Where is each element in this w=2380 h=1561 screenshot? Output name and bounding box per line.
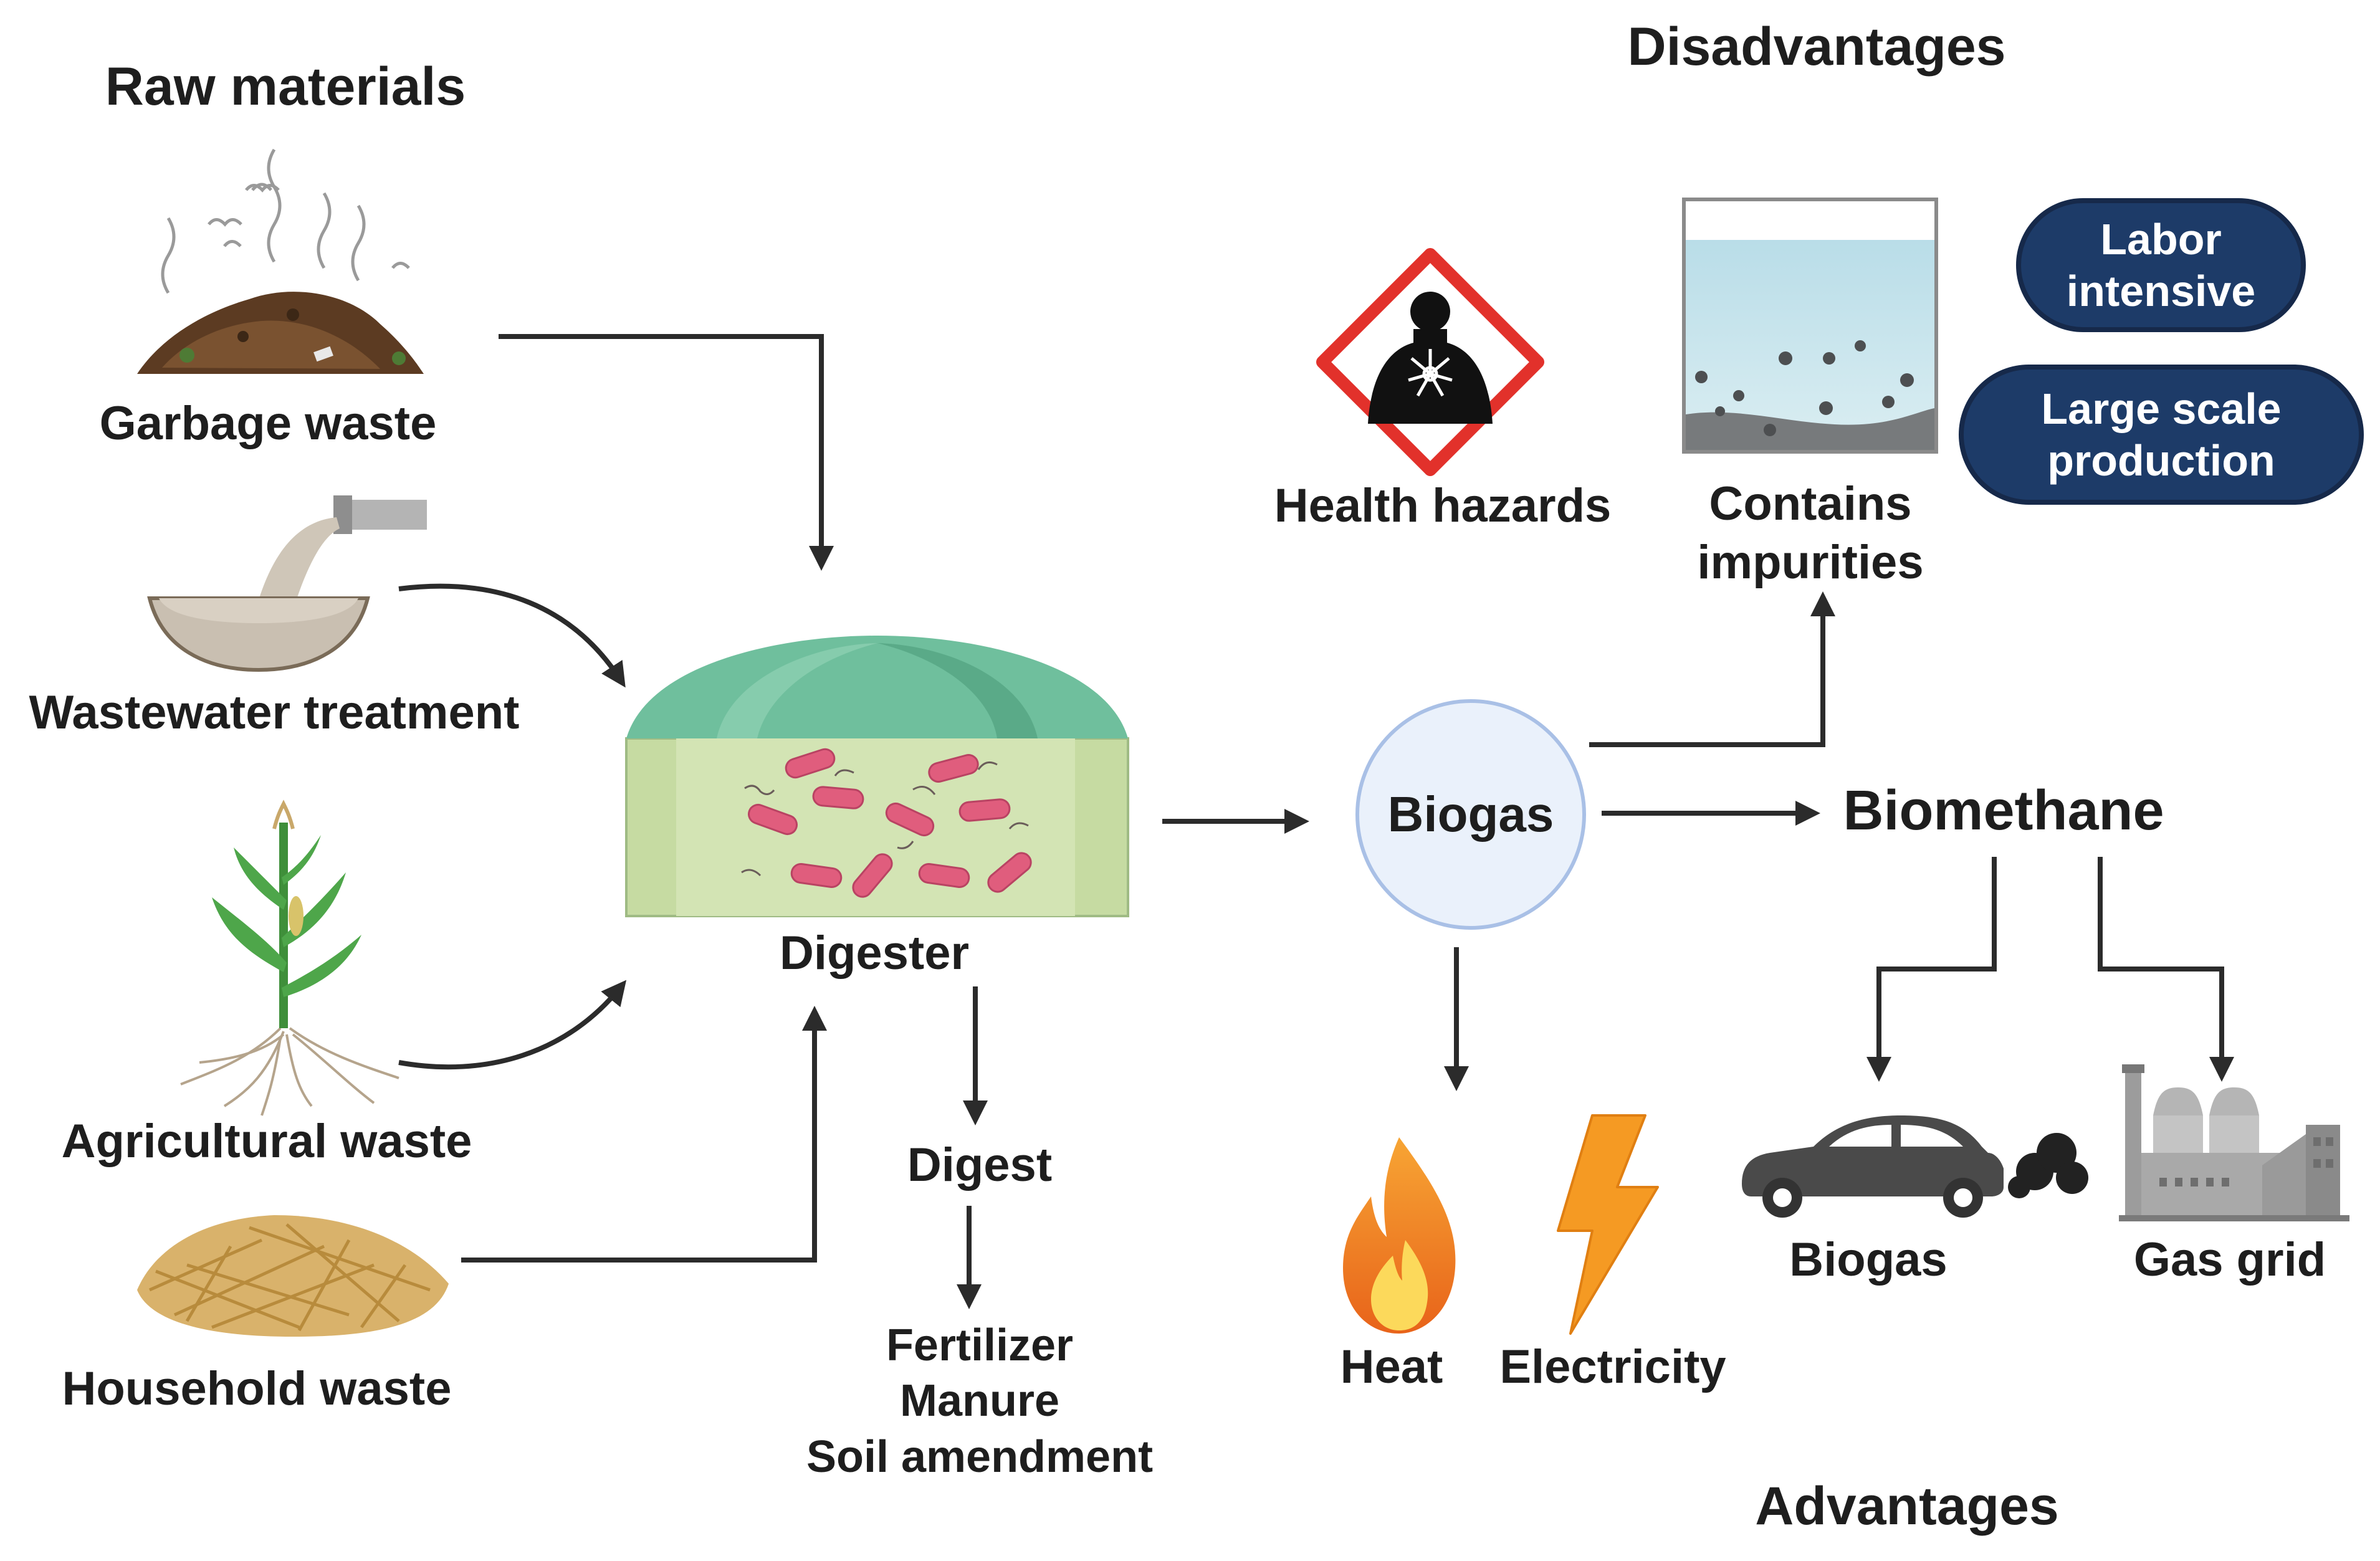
digest-product-manure: Manure [899,1376,1060,1426]
digester-tank-icon [625,636,1129,917]
contains-impurities-line-2: impurities [1697,536,1924,590]
wastewater-pipe-icon [147,495,427,672]
gas-grid-label: Gas grid [2133,1233,2326,1286]
arrow-wastewater-to-digester [398,583,626,688]
digest-product-soil-amendment: Soil amendment [806,1431,1154,1482]
digester-label: Digester [779,927,970,980]
disadvantages-heading: Disadvantages [1627,17,2006,77]
digest-label: Digest [907,1139,1053,1191]
large-scale-production-line-2: production [2047,436,2275,485]
biogas-node-label: Biogas [1387,786,1554,842]
arrow-household-to-digester [461,1006,827,1263]
arrows [398,334,2234,1309]
flame-icon [1343,1137,1456,1334]
corn-plant-icon [180,800,399,1116]
labor-intensive-line-2: intensive [2066,266,2256,315]
advantages-heading: Advantages [1755,1476,2059,1536]
labor-intensive-badge: Labor intensive [2016,198,2306,332]
large-scale-production-line-1: Large scale [2041,384,2282,433]
arrow-agricultural-to-digester [398,980,627,1070]
wastewater-treatment-label: Wastewater treatment [29,686,520,739]
household-waste-label: Household waste [62,1362,452,1415]
lightning-icon [1557,1114,1659,1335]
health-hazard-icon [1316,248,1544,476]
arrow-garbage-to-digester [499,334,834,571]
contains-impurities-label: Contains impurities [1697,475,1923,592]
bacteria-group [748,748,1032,898]
large-scale-production-badge: Large scale production [1959,365,2364,505]
raw-materials-heading: Raw materials [105,57,466,117]
biomethane-label: Biomethane [1843,780,2164,842]
agricultural-waste-label: Agricultural waste [61,1115,472,1168]
health-hazards-label: Health hazards [1274,479,1612,532]
labor-intensive-line-1: Labor [2100,214,2222,264]
impurity-tank-icon [1682,198,1938,454]
biogas-node: Biogas [1355,699,1586,930]
factory-icon [2119,1064,2349,1221]
arrow-biogas-to-impurities [1589,591,1835,747]
garbage-waste-label: Garbage waste [99,397,437,450]
electricity-label: Electricity [1499,1340,1726,1393]
straw-pile-icon [137,1215,449,1337]
arrow-biomethane-to-grid [2098,857,2234,1082]
arrow-biomethane-to-vehicle [1866,857,1997,1082]
heat-label: Heat [1340,1340,1443,1393]
car-icon [1742,1115,2088,1218]
vehicle-biogas-label: Biogas [1789,1233,1947,1286]
garbage-pile-icon [137,148,424,374]
digest-products-list: Fertilizer Manure Soil amendment [806,1318,1153,1485]
contains-impurities-line-1: Contains [1709,477,1912,530]
digest-product-fertilizer: Fertilizer [886,1320,1074,1370]
